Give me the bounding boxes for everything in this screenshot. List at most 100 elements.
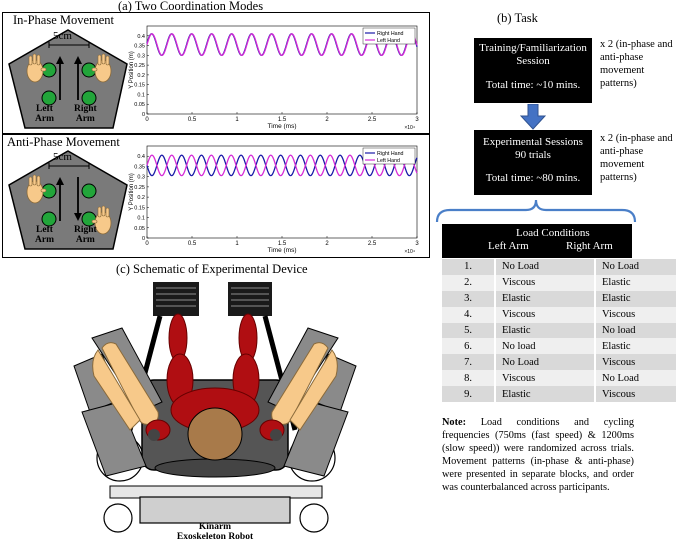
device-label-line1: Kinarm [198, 522, 232, 532]
x-exponent-label: ×10⁴ [404, 249, 415, 255]
y-tick-label: 0 [142, 112, 145, 118]
y-tick-label: 0.3 [137, 53, 145, 59]
series-line-right-hand [146, 154, 418, 177]
left-arm-load: Viscous [495, 306, 596, 323]
row-number: 4. [442, 306, 496, 323]
right-hand-icon [91, 53, 112, 83]
x-tick-label: 1.5 [278, 241, 287, 247]
anti-phase-distance: 5cm [53, 151, 72, 163]
left-hand-icon [26, 174, 47, 204]
training-session-box: Training/Familiarization Session Total t… [474, 38, 592, 103]
right-lower-wheel [299, 503, 329, 533]
left-hand-icon [26, 53, 47, 83]
right-arm-load: Viscous [595, 386, 678, 403]
row-number: 8. [442, 370, 496, 387]
anti-phase-title: Anti-Phase Movement [7, 135, 120, 149]
left-arm-load: Elastic [495, 322, 596, 339]
anti-phase-right-arm-label: Right Arm [74, 225, 97, 245]
experimental-line2: 90 trials [515, 149, 551, 161]
experimental-repeat-note: x 2 (in-phase and anti-phase movement pa… [600, 133, 673, 183]
x-tick-label: 2.5 [368, 117, 377, 123]
in-phase-right-arm-label: Right Arm [74, 104, 97, 124]
exoskeleton-schematic [73, 282, 357, 533]
x-exponent-label: ×10⁴ [404, 125, 415, 131]
note-text: Load conditions and cycling frequencies … [442, 417, 634, 494]
panel-a-frame [2, 12, 430, 258]
y-axis-label: Y Position (m) [129, 173, 135, 211]
left-arm-load: Elastic [495, 290, 596, 307]
table-header-title: Load Conditions [516, 227, 590, 239]
y-tick-label: 0.1 [137, 216, 145, 222]
table-bracket [435, 199, 637, 223]
x-tick-label: 0.5 [188, 241, 197, 247]
y-tick-label: 0.25 [134, 63, 145, 69]
training-line1: Training/Familiarization [479, 42, 587, 54]
right-arm-load: No Load [595, 259, 678, 275]
row-number: 2. [442, 274, 496, 291]
y-tick-label: 0.35 [134, 164, 145, 170]
row-number: 6. [442, 338, 496, 355]
right-arm-load: No Load [595, 370, 678, 387]
right-arm-load: No load [595, 322, 678, 339]
row-number: 3. [442, 290, 496, 307]
left-lower-wheel [103, 503, 133, 533]
right-arm-load: Viscous [595, 354, 678, 371]
note-label: Note: [442, 417, 467, 428]
right-arm-load: Viscous [595, 306, 678, 323]
right-arm-load: Elastic [595, 290, 678, 307]
in-phase-title: In-Phase Movement [13, 13, 115, 27]
x-tick-label: 0.5 [188, 117, 197, 123]
y-tick-label: 0.1 [137, 92, 145, 98]
device-label: Kinarm Exoskeleton Robot [140, 522, 290, 542]
y-tick-label: 0.05 [134, 102, 145, 108]
x-tick-label: 2 [325, 241, 329, 247]
legend-entry: Right Hand [377, 31, 404, 37]
x-tick-label: 1 [235, 117, 239, 123]
anti-phase-diagram [8, 150, 128, 250]
y-tick-label: 0.15 [134, 83, 145, 89]
right-arm-load: Elastic [595, 274, 678, 291]
down-arrow-icon [520, 104, 546, 130]
panel-a-divider [2, 133, 430, 135]
training-line2: Session [516, 55, 550, 67]
left-arm-load: Viscous [495, 370, 596, 387]
panel-c-title: (c) Schematic of Experimental Device [116, 262, 308, 276]
table-col-right-arm: Right Arm [566, 240, 613, 252]
panel-b-title: (b) Task [497, 11, 538, 25]
right-hand-icon [91, 205, 112, 235]
y-tick-label: 0 [142, 236, 145, 242]
y-tick-label: 0.15 [134, 205, 145, 211]
left-arm-load: No Load [495, 354, 596, 371]
x-tick-label: 0 [145, 117, 149, 123]
legend-entry: Left Hand [377, 158, 400, 164]
table-note: Note: Load conditions and cycling freque… [442, 416, 634, 495]
row-number: 9. [442, 386, 496, 403]
table-header [442, 224, 632, 258]
in-phase-distance: 5cm [53, 30, 72, 42]
row-number: 7. [442, 354, 496, 371]
legend-box [362, 27, 416, 45]
right-foot-pedal [228, 282, 272, 316]
x-tick-label: 3 [415, 117, 419, 123]
y-tick-label: 0.2 [137, 73, 145, 79]
legend-entry: Right Hand [377, 151, 404, 157]
left-foot-pedal [153, 282, 199, 316]
left-arm-load: No load [495, 338, 596, 355]
y-tick-label: 0.2 [137, 195, 145, 201]
device-base [139, 496, 291, 524]
y-tick-label: 0.25 [134, 185, 145, 191]
table-col-left-arm: Left Arm [488, 240, 529, 252]
x-tick-label: 3 [415, 241, 419, 247]
panel-a-title: (a) Two Coordination Modes [118, 0, 264, 13]
x-tick-label: 1 [235, 241, 239, 247]
